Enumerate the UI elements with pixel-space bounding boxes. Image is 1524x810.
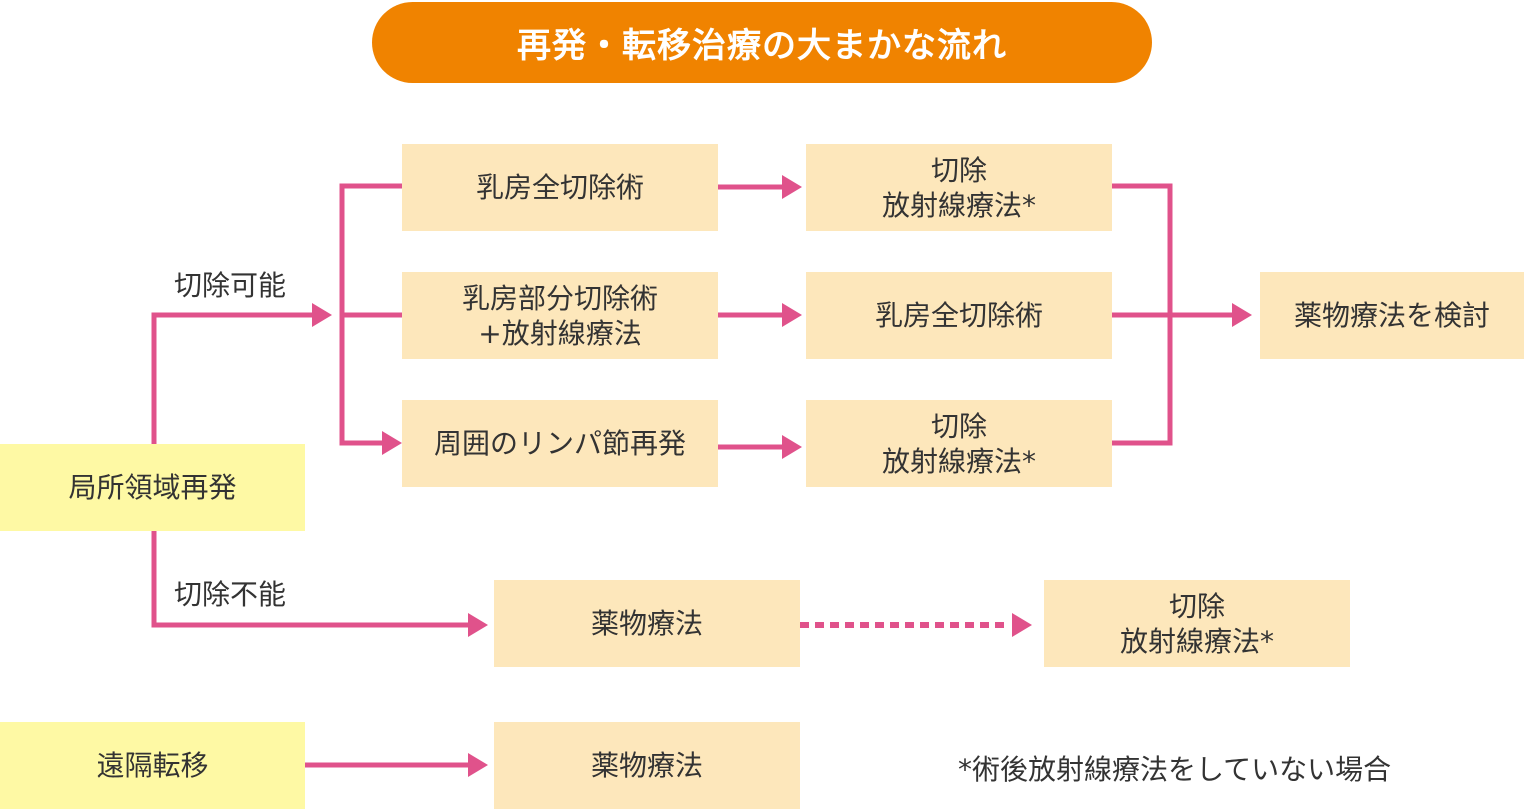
resection-radiotherapy-box-3: 切除 放射線療法* [1044, 580, 1350, 667]
radiotherapy-label: 放射線療法* [881, 188, 1036, 222]
arrow-row2 [782, 303, 802, 327]
diagram-title: 再発・転移治療の大まかな流れ [372, 2, 1152, 83]
partial-mastectomy-box: 乳房部分切除術 +放射線療法 [402, 272, 718, 359]
lymph-node-recurrence-box: 周囲のリンパ節再発 [402, 400, 718, 487]
local-recurrence-box: 局所領域再発 [0, 444, 305, 531]
mastectomy-followup-box: 乳房全切除術 [806, 272, 1112, 359]
arrow-resectable [312, 303, 332, 327]
drug-therapy-box-unresectable: 薬物療法 [494, 580, 800, 667]
mastectomy-box: 乳房全切除術 [402, 144, 718, 231]
unresectable-label: 切除不能 [174, 578, 287, 611]
distant-metastasis-box: 遠隔転移 [0, 722, 305, 809]
radiotherapy-label: 放射線療法* [1119, 624, 1274, 658]
resection-radiotherapy-box-2: 切除 放射線療法* [806, 400, 1112, 487]
partial-mastectomy-label: 乳房部分切除術 [461, 281, 658, 315]
resectable-label: 切除可能 [174, 269, 287, 302]
plus-radiotherapy-label: +放射線療法 [478, 316, 642, 350]
connector-unresectable [151, 531, 468, 628]
drug-therapy-box-distant: 薬物療法 [494, 722, 800, 809]
distant-metastasis-label: 遠隔転移 [96, 749, 209, 782]
connector-resectable-branch [151, 312, 312, 444]
arrow-outcome [1232, 303, 1252, 327]
arrow-row1 [782, 175, 802, 199]
resection-radiotherapy-box-1: 切除 放射線療法* [806, 144, 1112, 231]
resection-label: 切除 [930, 153, 987, 187]
consider-drug-therapy-box: 薬物療法を検討 [1260, 272, 1524, 359]
footnote: *術後放射線療法をしていない場合 [958, 753, 1392, 786]
mastectomy-label: 乳房全切除術 [475, 171, 644, 204]
arrow-unresectable-dotted [1012, 613, 1032, 637]
arrow-row3-start [382, 431, 402, 455]
mastectomy-followup-label: 乳房全切除術 [874, 299, 1043, 332]
lymph-node-recurrence-label: 周囲のリンパ節再発 [433, 427, 686, 460]
drug-therapy-label: 薬物療法 [590, 607, 703, 640]
arrow-row3 [782, 435, 802, 459]
arrow-distant [468, 753, 488, 777]
drug-therapy-label: 薬物療法 [590, 749, 703, 782]
resection-label: 切除 [1168, 589, 1225, 623]
arrow-unresectable [468, 613, 488, 637]
resection-label: 切除 [930, 409, 987, 443]
consider-drug-therapy-label: 薬物療法を検討 [1293, 299, 1490, 332]
local-recurrence-label: 局所領域再発 [68, 471, 237, 504]
radiotherapy-label: 放射線療法* [881, 444, 1036, 478]
